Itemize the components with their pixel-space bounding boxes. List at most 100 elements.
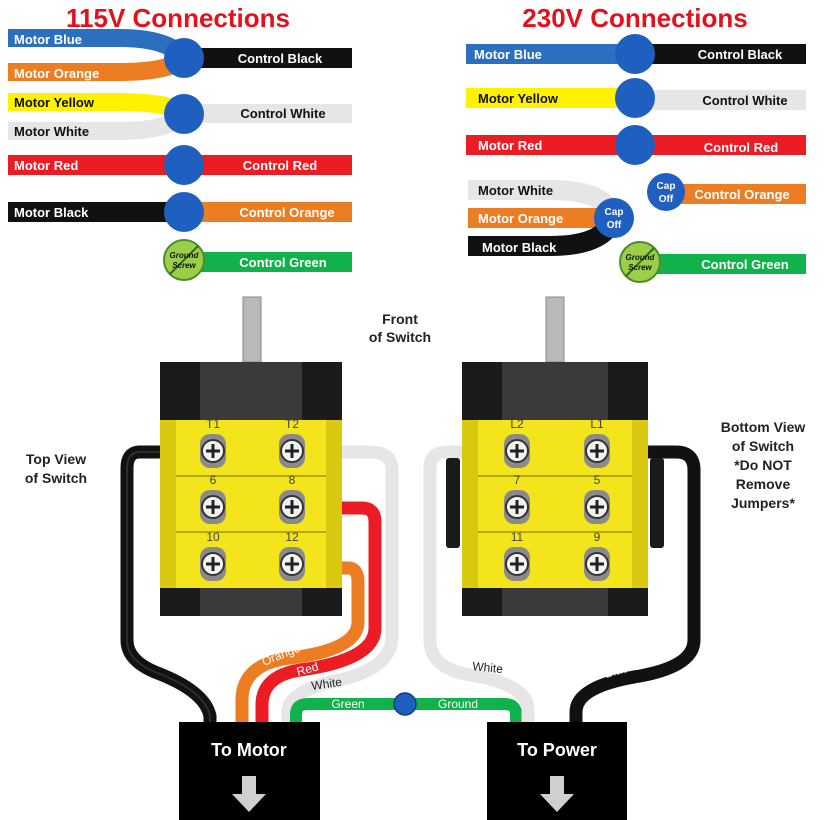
terminal-label: L1 [590,417,604,431]
arrow-down-icon [540,776,574,812]
switch-top-housing [502,362,608,420]
terminal-label: 9 [594,530,601,544]
switch-bottom-housing [502,588,608,616]
screw-icon [504,547,530,581]
screw-icon [200,434,226,468]
motor-blue-label: Motor Blue [474,47,542,62]
screw-icon [584,434,610,468]
motor-white-label: Motor White [478,183,553,198]
bottom-view-label: Remove [736,476,791,492]
left-switch: T1 T2 6 8 10 12 [160,296,342,616]
cap-off-label: Off [607,220,622,231]
switch-body [462,420,648,588]
motor-black-label: Motor Black [482,240,557,255]
control-black-label: Control Black [238,51,323,66]
wire-nut [615,125,655,165]
arrow-down-icon [232,776,266,812]
wire-white-right [423,445,535,730]
screw-icon [584,547,610,581]
terminal-label: 5 [594,473,601,487]
bottom-view-label: Jumpers* [731,495,795,511]
wire-label-red: Red [295,659,320,679]
control-black-label: Control Black [698,47,783,62]
control-red-label: Control Red [243,158,317,173]
screw-icon [504,490,530,524]
switch-body [160,420,342,588]
to-power-box: To Power [487,722,627,820]
front-of-switch-label: of Switch [369,329,431,345]
screw-icon [584,490,610,524]
terminal-label: L2 [510,417,524,431]
motor-yellow-label: Motor Yellow [14,95,95,110]
motor-black-wire [8,202,184,222]
wire-red [255,501,382,730]
right-switch: L2 L1 7 5 11 9 [446,296,664,616]
cap-off-nut: Cap Off [594,198,634,238]
screw-icon [279,434,305,468]
cap-off-nut: Cap Off [647,173,685,211]
control-green-label: Control Green [701,257,788,272]
screw-icon [504,434,530,468]
ground-screw-icon: Ground Screw [619,241,661,283]
wire-nut [164,145,204,185]
switch-top-housing [200,362,302,420]
top-view-label: Top View [26,451,86,467]
wire-label-ground: Ground [438,697,478,711]
ground-screw-label: Ground [626,253,656,262]
cap-off-label: Cap [657,181,676,192]
terminal-label: 7 [514,473,521,487]
bottom-view-label: *Do NOT [734,457,792,473]
motor-orange-wire [468,208,612,228]
terminal-label: T1 [206,417,220,431]
control-black-wire [630,44,806,64]
motor-blue-label: Motor Blue [14,32,82,47]
control-white-wire [184,104,352,123]
top-view-label: of Switch [25,470,87,486]
cap-off-label: Cap [605,207,624,218]
terminal-label: 10 [206,530,220,544]
wire-nut [615,78,655,118]
wire-black-right [569,445,701,730]
wire-nut [164,192,204,232]
wire-black-left-highlight [126,451,211,730]
title-115v: 115V Connections [66,3,290,33]
motor-blue-wire [466,44,630,64]
terminal-label: T2 [285,417,299,431]
switch-shaft [242,296,262,363]
jumper-right [650,458,664,548]
control-green-label: Control Green [239,255,326,270]
control-white-label: Control White [702,93,787,108]
ground-screw-label: Screw [628,263,652,272]
wire-nut [164,94,204,134]
terminal-label: 11 [511,530,524,544]
to-power-label: To Power [517,740,597,760]
control-white-wire [630,90,806,110]
motor-yellow-label: Motor Yellow [478,91,559,106]
motor-yellow-wire [466,88,630,108]
control-white-label: Control White [240,106,325,121]
terminal-label: 6 [210,473,217,487]
motor-red-label: Motor Red [478,138,542,153]
wire-orange [235,561,365,730]
control-orange-wire [666,184,806,204]
motor-orange-label: Motor Orange [14,66,99,81]
jumper-left [446,458,460,548]
control-orange-label: Control Orange [239,205,334,220]
wire-label-white-left: White [310,675,343,693]
title-230v: 230V Connections [522,3,747,33]
motor-white-label: Motor White [14,124,89,139]
screw-icon [200,547,226,581]
screw-icon [279,490,305,524]
control-green-wire [184,252,352,272]
motor-orange-label: Motor Orange [478,211,563,226]
terminal-label: 8 [289,473,296,487]
left-connection-panel: Motor Blue Motor Orange Control Black Mo… [8,29,352,281]
wire-white-left [281,445,399,730]
screw-icon [200,490,226,524]
terminal-label: 12 [285,530,299,544]
wire-nut [615,34,655,74]
control-green-wire [640,254,806,274]
wire-label-green: Green [331,697,364,711]
motor-black-label: Motor Black [14,205,89,220]
